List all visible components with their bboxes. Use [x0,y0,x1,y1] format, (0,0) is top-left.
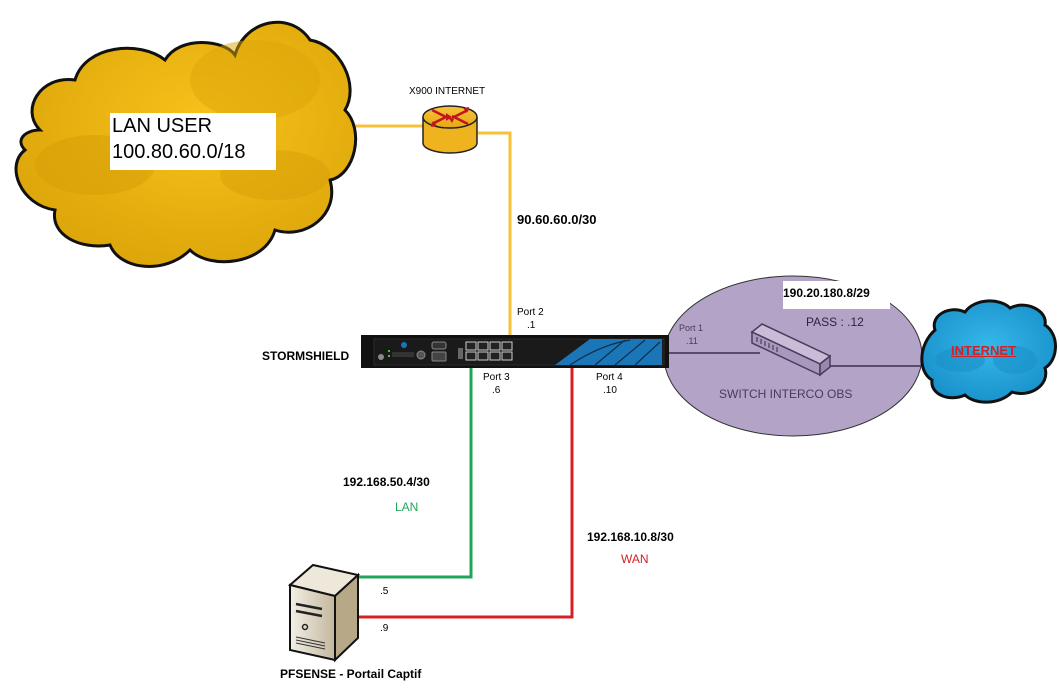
switch-pass-label: PASS : .12 [806,315,864,329]
pfsense-wan-ip: .9 [380,623,389,634]
port3-ip: .6 [492,385,501,396]
switch-zone-subnet-box: 190.20.180.8/29 [783,281,890,309]
switch-icon [750,323,832,377]
port4-ip: .10 [603,385,617,396]
router-icon [422,105,478,154]
router-firewall-subnet: 90.60.60.0/30 [517,212,597,227]
switch-zone-subnet: 190.20.180.8/29 [783,286,870,300]
port1-name: Port 1 [679,323,704,333]
pfsense-lan-ip: .5 [380,586,389,597]
link-firewall-pfsense-wan [358,368,574,619]
stormshield-firewall-icon [361,335,669,368]
internet-label: INTERNET [951,343,1016,358]
ethernet-ports [465,341,513,361]
lan-user-subnet: 100.80.60.0/18 [112,141,246,163]
lan-user-title: LAN USER [112,115,213,137]
port2-name: Port 2 [517,307,544,318]
pfsense-server-icon [287,563,361,663]
lan-user-label-box: LAN USER 100.80.60.0/18 [110,113,276,170]
lan-link-label: LAN [395,500,419,514]
wan-link-label: WAN [621,552,649,566]
port4-name: Port 4 [596,372,623,383]
wan-link-subnet: 192.168.10.8/30 [587,530,674,544]
pfsense-label: PFSENSE - Portail Captif [280,667,422,681]
port3-name: Port 3 [483,372,510,383]
lan-link-subnet: 192.168.50.4/30 [343,475,430,489]
router-label: X900 INTERNET [409,86,486,97]
link-firewall-pfsense-lan [358,368,473,579]
port2-ip: .1 [527,320,536,331]
internet-cloud [920,299,1057,404]
links [355,124,574,619]
switch-label: SWITCH INTERCO OBS [719,387,853,401]
link-router-firewall [478,131,512,338]
firewall-label: STORMSHIELD [262,349,350,363]
port1-ip: .11 [686,336,698,346]
